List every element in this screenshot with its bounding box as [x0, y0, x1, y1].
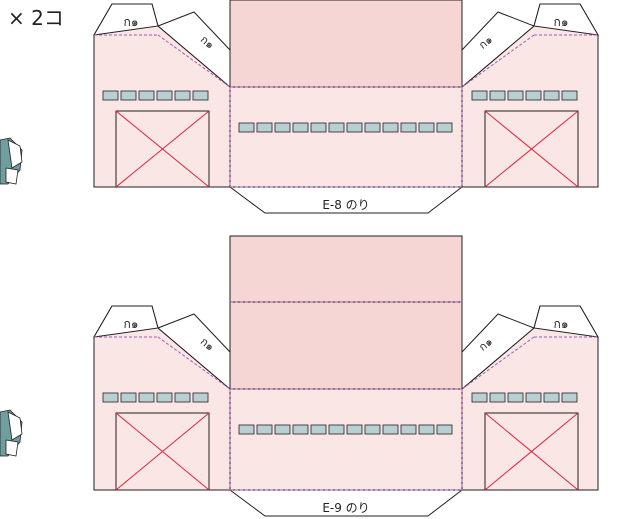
building-piece-2: E-9 のり ก๑ ก๑ ก๑ ก๑ [0, 235, 599, 517]
glue-tab-label-2: E-9 のり [322, 501, 369, 515]
left-roof-flap-2 [157, 313, 231, 391]
windows-front-2 [238, 424, 453, 435]
windows-right [471, 90, 578, 101]
left-top-tab [93, 3, 159, 36]
front-wall-2 [229, 388, 463, 491]
windows-left-2 [102, 392, 209, 403]
windows-right-2 [471, 392, 578, 403]
door-left [115, 110, 210, 188]
windows-front [238, 122, 453, 133]
door-right-2 [484, 412, 579, 491]
roof-panel [229, 0, 463, 88]
roof-text-right: ก๑ [554, 15, 569, 29]
left-roof-flap [157, 11, 231, 89]
building-piece-1: E-8 のり ก๑ ก๑ ก๑ ก๑ [0, 0, 599, 214]
quantity-label: × 2コ [8, 6, 64, 30]
door-left-2 [115, 412, 210, 491]
glue-tab-label: E-8 のり [322, 198, 369, 212]
right-top-tab [533, 3, 599, 36]
front-wall [229, 86, 463, 188]
roof-panel-2 [229, 301, 463, 390]
side-tab-left-2 [0, 409, 23, 457]
roof-text-right-2: ก๑ [554, 317, 569, 331]
roof-text-left-2: ก๑ [124, 317, 139, 331]
left-top-tab-2 [93, 305, 159, 338]
side-tab-left [0, 137, 23, 185]
door-right [484, 110, 579, 188]
windows-left [102, 90, 209, 101]
right-top-tab-2 [533, 305, 599, 338]
roof-panel-top-2 [229, 235, 463, 303]
roof-text-left: ก๑ [124, 15, 139, 29]
